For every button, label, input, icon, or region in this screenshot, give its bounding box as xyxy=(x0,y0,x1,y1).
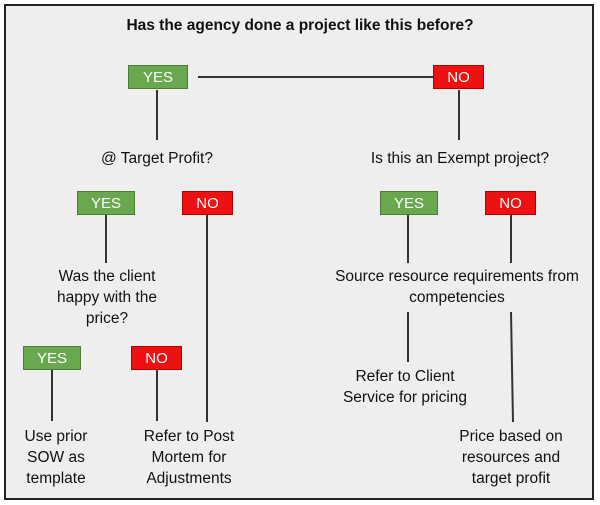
exempt-project-question: Is this an Exempt project? xyxy=(370,150,550,167)
price-based-text: Price based on resources and target prof… xyxy=(459,428,563,487)
client-happy-no-box: NO xyxy=(131,346,182,370)
target-profit-yes-box: YES xyxy=(77,191,135,215)
client-happy-question: Was the client happy with the price? xyxy=(57,268,157,327)
use-prior-sow-text: Use prior SOW as template xyxy=(24,428,88,487)
root-no-box: NO xyxy=(433,65,484,89)
target-profit-question: @ Target Profit? xyxy=(101,150,213,167)
root-yes-box: YES xyxy=(128,65,188,89)
diagram-title: Has the agency done a project like this … xyxy=(126,17,474,34)
exempt-no-box: NO xyxy=(485,191,536,215)
target-profit-no-box: NO xyxy=(182,191,233,215)
exempt-yes-box: YES xyxy=(380,191,438,215)
diagram-frame xyxy=(4,4,594,500)
source-resources-text: Source resource requirements from compet… xyxy=(335,268,579,306)
refer-client-service-text: Refer to Client Service for pricing xyxy=(342,368,468,406)
client-happy-yes-box: YES xyxy=(23,346,81,370)
connector-ex-no-right-down xyxy=(510,311,514,423)
refer-post-mortem-text: Refer to Post Mortem for Adjustments xyxy=(143,428,235,487)
